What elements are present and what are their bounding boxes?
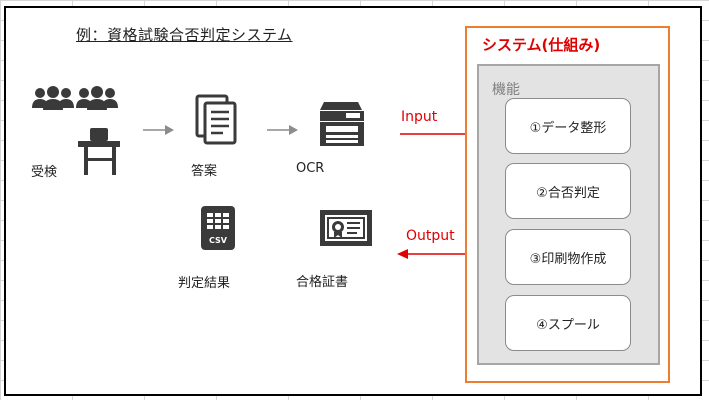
ocr-label: OCR [296,161,325,176]
certificate-icon [320,210,372,246]
svg-text:CSV: CSV [209,236,228,245]
function-data-formatting: ①データ整形 [505,98,631,154]
input-label: Input [401,109,438,125]
people-at-desk-icon [32,86,120,175]
system-title: システム(仕組み) [482,36,601,54]
functions-label: 機能 [492,82,520,98]
document-stack-icon [195,94,237,145]
arrow-examinee-to-answers [143,125,174,135]
answers-label: 答案 [191,164,218,179]
judgment-result-label: 判定結果 [178,276,231,291]
diagram-title: 例：資格試験合否判定システム [76,26,293,44]
examinee-label: 受検 [31,165,58,180]
certificate-label: 合格証書 [296,275,349,290]
function-pass-judgment: ②合否判定 [505,163,631,219]
csv-file-icon: CSV [201,206,235,250]
arrow-answers-to-ocr [267,125,298,135]
function-spool: ④スプール [505,295,631,351]
scanner-printer-icon [320,102,364,146]
output-label: Output [406,228,455,244]
function-print-creation: ③印刷物作成 [505,229,631,285]
